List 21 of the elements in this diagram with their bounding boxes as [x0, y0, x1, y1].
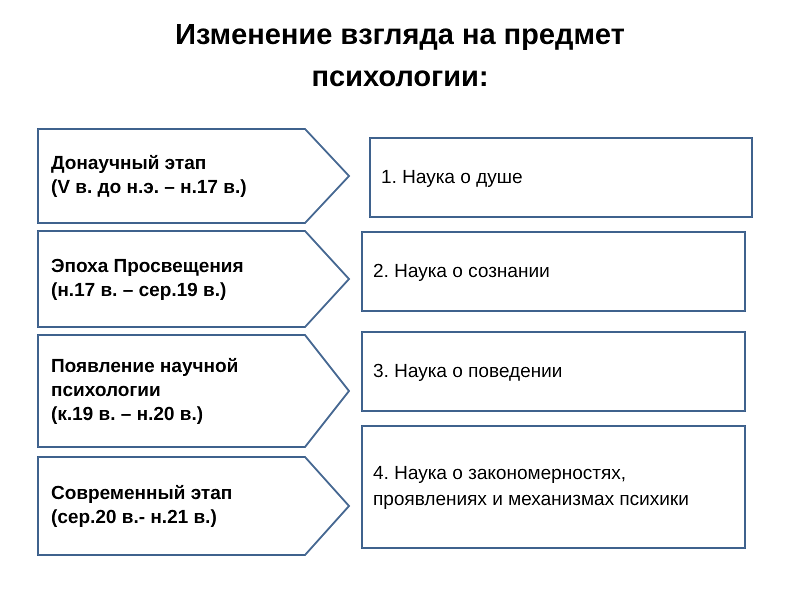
definition-box: [361, 331, 746, 412]
period-text: (к.19 в. – н.20 в.): [51, 403, 204, 427]
period-text: (V в. до н.э. – н.17 в.): [51, 176, 248, 200]
title: Изменение взгляда на предмет психологии:: [174, 18, 626, 95]
definition-text: 4. Наука о закономерностях, проявлениях и механизмах психики: [373, 462, 690, 512]
chevron-shape: [37, 334, 350, 448]
definition-box: [361, 231, 746, 312]
stage-name: Современный этап: [51, 482, 234, 506]
period-text: (сер.20 в.- н.21 в.): [51, 506, 218, 530]
chevron-shape: [37, 230, 350, 328]
definition-box: [369, 137, 753, 218]
stage-name: Эпоха Просвещения: [51, 255, 245, 279]
chevron-shape: [37, 456, 350, 556]
stage-name: Появление научной психологии: [51, 355, 240, 403]
definition-text: 2. Наука о сознании: [373, 260, 551, 284]
stage-name: Донаучный этап: [51, 152, 208, 176]
definition-box: [361, 425, 746, 549]
definition-text: 3. Наука о поведении: [373, 360, 564, 384]
chevron-shape: [37, 128, 350, 224]
definition-text: 1. Наука о душе: [381, 166, 524, 190]
period-text: (н.17 в. – сер.19 в.): [51, 279, 228, 303]
